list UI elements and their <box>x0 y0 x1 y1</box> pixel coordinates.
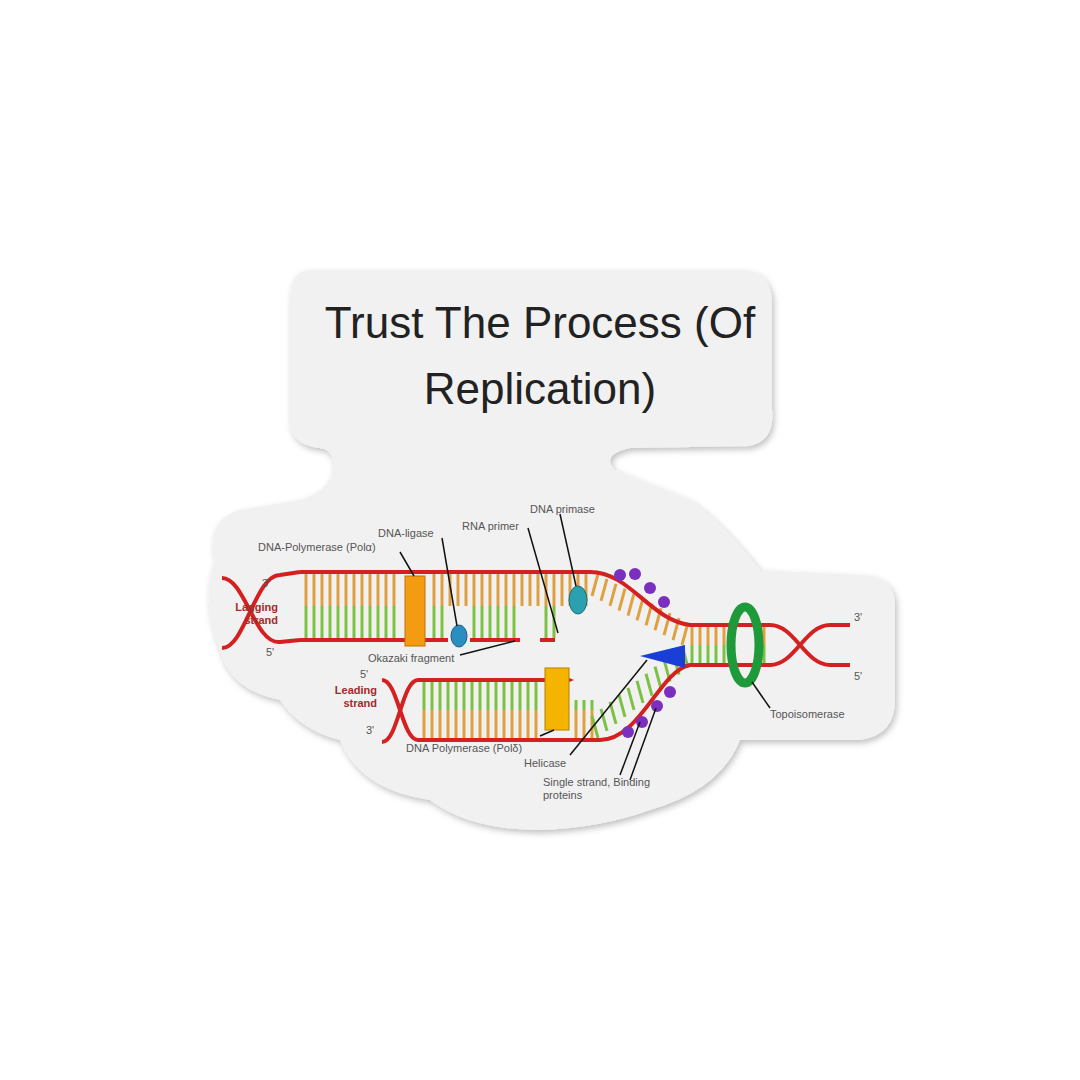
part-label: 5' <box>360 668 380 681</box>
part-label: DNA Polymerase (Polδ) <box>406 742 546 755</box>
parental-strand <box>382 665 770 740</box>
okazaki-strand <box>540 638 555 642</box>
helicase <box>640 645 685 668</box>
dna-ligase <box>451 625 467 647</box>
dna-primase <box>569 586 587 614</box>
part-label: 5' <box>266 646 286 659</box>
part-label: 3' <box>366 724 386 737</box>
polymerase-alpha <box>405 576 425 646</box>
strand-label: Lagging strand <box>228 601 278 627</box>
part-label: 3' <box>854 611 874 624</box>
part-label: 5' <box>854 670 874 683</box>
leader-lines <box>400 514 770 780</box>
part-label: RNA primer <box>462 520 542 533</box>
part-label: 3' <box>262 577 282 590</box>
strand-label: Leading strand <box>322 684 377 710</box>
part-label: DNA-ligase <box>378 527 458 540</box>
part-label: DNA primase <box>530 503 620 516</box>
helix-strand <box>222 578 300 642</box>
sticker-title: Trust The Process (Of Replication) <box>315 290 765 422</box>
helix-strand <box>770 625 850 665</box>
helix-strand <box>770 625 850 665</box>
part-label: Helicase <box>524 757 584 770</box>
base-pair-rungs <box>306 574 764 738</box>
part-label: DNA-Polymerase (Polα) <box>258 541 408 554</box>
okazaki-strand <box>300 638 448 642</box>
part-label: Single strand, Binding proteins <box>543 776 653 802</box>
part-label: Okazaki fragment <box>368 652 468 665</box>
parental-strand <box>300 572 770 625</box>
helix-strand <box>222 572 300 648</box>
topoisomerase <box>731 607 759 683</box>
sticker-outline <box>209 270 895 830</box>
ssb-proteins <box>614 568 676 738</box>
polymerase-delta <box>545 668 569 730</box>
part-label: Topoisomerase <box>770 708 870 721</box>
